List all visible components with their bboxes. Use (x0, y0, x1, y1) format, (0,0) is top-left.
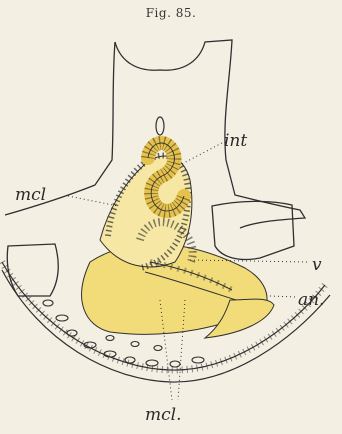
label-mcl-lower: mcl. (145, 405, 181, 425)
right-cavity (212, 201, 294, 259)
left-cavity (7, 244, 58, 296)
notochord (156, 117, 164, 135)
label-an: an. (298, 290, 325, 310)
label-v: v (312, 255, 322, 275)
label-mcl-upper: mcl (15, 185, 46, 205)
label-int: int (224, 131, 247, 151)
